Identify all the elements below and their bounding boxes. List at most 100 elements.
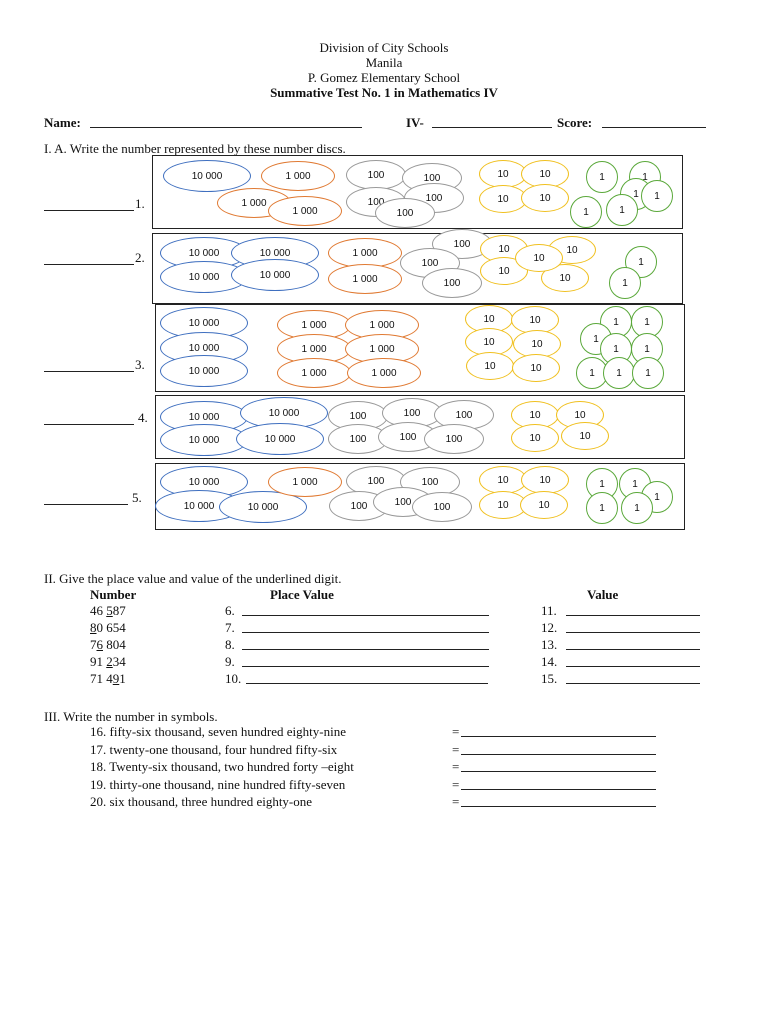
disc-ten-thousand-12: 10 000 [236,423,324,455]
disc-ten-2: 10 [521,160,569,188]
disc-ten-21: 10 [521,466,569,494]
disc-one-14: 1 [576,357,608,389]
disc-hundred-8: 100 [422,268,482,298]
disc-one-8: 1 [609,267,641,299]
disc-one-5: 1 [570,196,602,228]
place-value-blank-1[interactable] [242,615,489,616]
equals-sign: = [452,759,460,774]
place-value-item-4: 9. [225,654,235,669]
symbols-question-16: 16. fifty-six thousand, seven hundred ei… [90,724,346,739]
place-value-blank-5[interactable] [246,683,488,684]
value-item-1: 11. [541,603,557,618]
equals-sign: = [452,724,460,739]
disc-thousand-4: 1 000 [328,238,402,268]
number-3: 76 804 [90,637,126,652]
city-heading: Manila [365,55,403,70]
name-label: Name: [44,115,81,130]
item-number-4: 4. [138,410,148,425]
division-heading: Division of City Schools [319,40,449,55]
disc-ten-9: 10 [515,244,563,272]
disc-thousand-1: 1 000 [261,161,335,191]
test-title: Summative Test No. 1 in Mathematics IV [270,85,498,100]
value-item-5: 15. [541,671,558,686]
value-blank-3[interactable] [566,649,700,650]
symbols-answer-blank-19[interactable] [461,788,656,790]
disc-hundred-5: 100 [375,198,435,228]
symbols-answer-blank-20[interactable] [461,806,656,807]
disc-ten-14: 10 [466,352,514,380]
symbols-answer-blank-16[interactable] [461,736,656,737]
place-value-blank-3[interactable] [242,649,489,650]
underlined-digit: 9 [112,671,120,686]
name-blank[interactable] [90,127,362,128]
disc-box-5 [155,463,685,530]
answer-blank-2[interactable] [44,264,134,265]
underlined-digit: 5 [106,603,113,618]
disc-thousand-3: 1 000 [268,196,342,226]
place-value-blank-2[interactable] [242,632,489,633]
disc-ten-thousand-5: 10 000 [231,259,319,291]
grade-blank[interactable] [432,127,552,128]
symbols-answer-blank-17[interactable] [461,753,656,755]
disc-ten-19: 10 [561,422,609,450]
value-blank-1[interactable] [566,615,700,616]
place-value-item-1: 6. [225,603,235,618]
disc-hundred-14: 100 [424,424,484,454]
school-heading: P. Gomez Elementary School [307,70,461,85]
place-value-item-3: 8. [225,637,235,652]
value-item-4: 14. [541,654,558,669]
equals-sign: = [452,776,460,792]
number-5: 71 491 [90,671,126,686]
answer-blank-5[interactable] [44,504,128,505]
value-blank-4[interactable] [566,666,700,667]
disc-thousand-10: 1 000 [277,358,351,388]
value-blank-5[interactable] [566,683,700,684]
col-number-header: Number [90,587,137,602]
disc-box-4 [155,395,685,459]
disc-box-1 [152,155,683,229]
disc-thousand-5: 1 000 [328,264,402,294]
symbols-question-20: 20. six thousand, three hundred eighty-o… [90,794,313,809]
number-4: 91 234 [90,654,126,669]
disc-ten-thousand-8: 10 000 [160,355,248,387]
disc-ten-20: 10 [479,466,527,494]
disc-one-6: 1 [606,194,638,226]
disc-ten-thousand-1: 10 000 [163,160,251,192]
disc-ten-23: 10 [520,491,568,519]
disc-hundred-1: 100 [346,160,406,190]
disc-ten-1: 10 [479,160,527,188]
value-item-2: 12. [541,620,558,635]
col-place-value-header: Place Value [270,587,334,602]
disc-ten-4: 10 [521,184,569,212]
grade-label: IV- [406,115,424,130]
symbols-answer-blank-18[interactable] [461,771,656,772]
disc-one-10: 1 [631,306,663,338]
place-value-item-5: 10. [225,671,242,686]
section1-instruction: I. A. Write the number represented by th… [44,141,346,156]
place-value-item-2: 7. [225,620,235,635]
disc-one-16: 1 [632,357,664,389]
number-1: 46 587 [90,603,126,618]
answer-blank-4[interactable] [44,424,134,425]
underlined-digit: 6 [96,637,104,652]
disc-one-4: 1 [641,180,673,212]
symbols-question-17: 17. twenty-one thousand, four hundred fi… [90,741,338,757]
score-blank[interactable] [602,127,706,128]
disc-ten-3: 10 [479,185,527,213]
answer-blank-1[interactable] [44,210,134,211]
underlined-digit: 2 [106,654,113,669]
disc-ten-15: 10 [512,354,560,382]
disc-one-20: 1 [586,492,618,524]
item-number-5: 5. [132,490,142,505]
underlined-digit: 8 [90,620,97,635]
value-blank-2[interactable] [566,632,700,633]
disc-ten-thousand-6: 10 000 [160,307,248,339]
place-value-blank-4[interactable] [242,666,489,667]
disc-ten-22: 10 [479,491,527,519]
disc-ten-thousand-11: 10 000 [160,424,248,456]
disc-thousand-12: 1 000 [268,467,342,497]
answer-blank-3[interactable] [44,371,134,372]
disc-one-21: 1 [621,492,653,524]
section3-instruction: III. Write the number in symbols. [44,709,218,724]
disc-hundred-19: 100 [412,492,472,522]
